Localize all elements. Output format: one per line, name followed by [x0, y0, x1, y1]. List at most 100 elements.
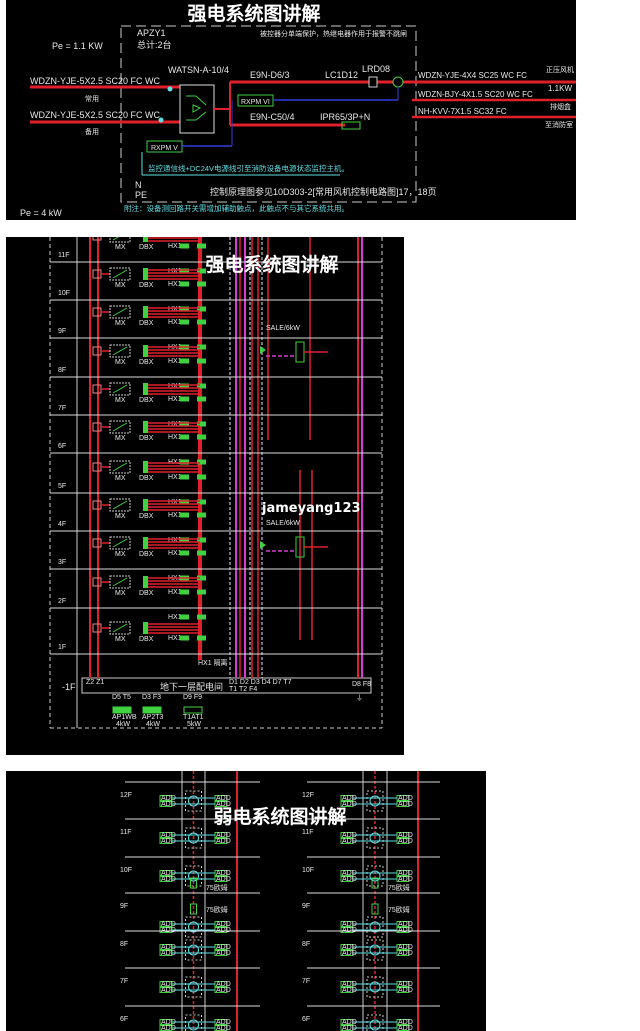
feeder-power: 4kW [146, 721, 160, 728]
hx-label: HX1 [168, 243, 182, 250]
splitter-icon [369, 795, 381, 807]
add-box [159, 870, 173, 876]
hx-box [197, 358, 206, 364]
hx-box [197, 459, 206, 465]
add-label: ADD [216, 1025, 231, 1031]
floor-label-9F: 9F [302, 903, 310, 910]
dbx-label: DBX [139, 636, 154, 643]
floor-label-6F: 6F [58, 443, 66, 450]
hx-box [197, 575, 206, 581]
splitter-icon [188, 981, 199, 993]
hx-box [180, 499, 189, 505]
add-box [396, 832, 410, 838]
add-label: ADD [161, 981, 176, 988]
splitter-box [366, 916, 384, 938]
add-box [340, 870, 354, 876]
dbx-box [143, 306, 148, 318]
add-box [340, 1019, 354, 1025]
switch-icon [112, 623, 128, 633]
mx-switch-box [109, 267, 131, 281]
dbx-box [143, 576, 148, 588]
hx-box [197, 550, 206, 556]
hx-label: HX1 [168, 358, 182, 365]
add-box [396, 944, 410, 950]
add-label: ADD [398, 876, 413, 883]
hx-box [180, 474, 189, 480]
splitter-icon [188, 832, 199, 844]
amplifier-icon [190, 877, 197, 889]
mx-label: MX [115, 244, 126, 251]
add-label: ADD [161, 950, 176, 957]
thermal-relay-symbol [368, 76, 378, 88]
add-label: ADD [342, 795, 357, 802]
hx-box [180, 319, 189, 325]
ats-switch-icon [186, 95, 207, 121]
output-dest-smoke: 排烟盒 [550, 102, 571, 111]
mx-label: MX [115, 475, 126, 482]
ats-switch-symbol [179, 84, 215, 134]
floor-label-6F: 6F [120, 1016, 128, 1023]
feeder-code: D9 F9 [183, 694, 202, 701]
top-note: 被控器分单端保护，热继电器作用于报警不跳闸 [260, 29, 407, 38]
add-box [340, 981, 354, 987]
add-box [214, 944, 228, 950]
splitter-box [366, 976, 384, 998]
feeder-box-label: AP1WB [112, 714, 137, 721]
mx-switch-box [109, 575, 131, 589]
add-label: ADD [398, 870, 413, 877]
add-label: ADD [161, 832, 176, 839]
add-label: ADD [398, 801, 413, 808]
box-total: 总计:2台 [137, 39, 172, 50]
add-label: ADD [342, 1025, 357, 1031]
splitter-icon [369, 832, 381, 844]
add-label: ADD [398, 987, 413, 994]
hx-box [197, 268, 206, 274]
fan-label: SALE/6kW [266, 520, 300, 527]
node [167, 86, 173, 92]
breaker-icon [92, 237, 102, 241]
add-label: ADD [342, 987, 357, 994]
hx-box [197, 589, 206, 595]
bus-mid-label: D1 D2 D3 D4 D7 T7 [229, 679, 292, 686]
control-note: 控制原理图参见10D303-2[常用风机控制电路图]17，18页 [210, 186, 437, 197]
add-box [159, 944, 173, 950]
add-label: ADD [161, 795, 176, 802]
feeder-box [142, 706, 162, 714]
add-label: ADD [342, 870, 357, 877]
mx-label: MX [115, 590, 126, 597]
floor-label-5F: 5F [58, 483, 66, 490]
add-box [159, 876, 173, 882]
power-rating: Pe = 1.1 KW [52, 41, 103, 51]
dbx-label: DBX [139, 244, 154, 251]
dbx-label: DBX [139, 475, 154, 482]
output-cable-smoke: WDZN-BJY-4X1.5 SC20 WC FC [418, 90, 533, 99]
footnote: 附注：设备测回路开关需增加辅助触点，此触点不与其它系统共用。 [124, 203, 349, 213]
dbx-box [143, 461, 148, 473]
amp-label: 75欧姆 [206, 905, 228, 914]
add-label: ADD [161, 987, 176, 994]
watermark: jameyang123 [261, 501, 361, 516]
amplifier-icon [371, 903, 379, 915]
hx-box [180, 396, 189, 402]
splitter-box [366, 827, 384, 849]
switch-icon [112, 346, 128, 356]
mx-label: MX [115, 359, 126, 366]
floor-label-11F: 11F [302, 829, 314, 836]
amplifier-icon [371, 877, 379, 889]
floor-label-7F: 7F [120, 978, 128, 985]
hx-box [180, 537, 189, 543]
switch-icon [112, 269, 128, 279]
add-label: ADD [216, 801, 231, 808]
pe-label: PE [135, 190, 147, 200]
floor-label-7F: 7F [58, 405, 66, 412]
floor-label-3F: 3F [58, 559, 66, 566]
breaker1-label: E9N-D6/3 [250, 70, 290, 80]
hx-box [197, 243, 206, 249]
hx-bottom-label: HX1 隔离 [198, 658, 228, 667]
add-label: ADD [161, 838, 176, 845]
splitter-box [185, 916, 202, 938]
add-box [340, 927, 354, 933]
dbx-box [143, 537, 148, 549]
hx-box [197, 281, 206, 287]
